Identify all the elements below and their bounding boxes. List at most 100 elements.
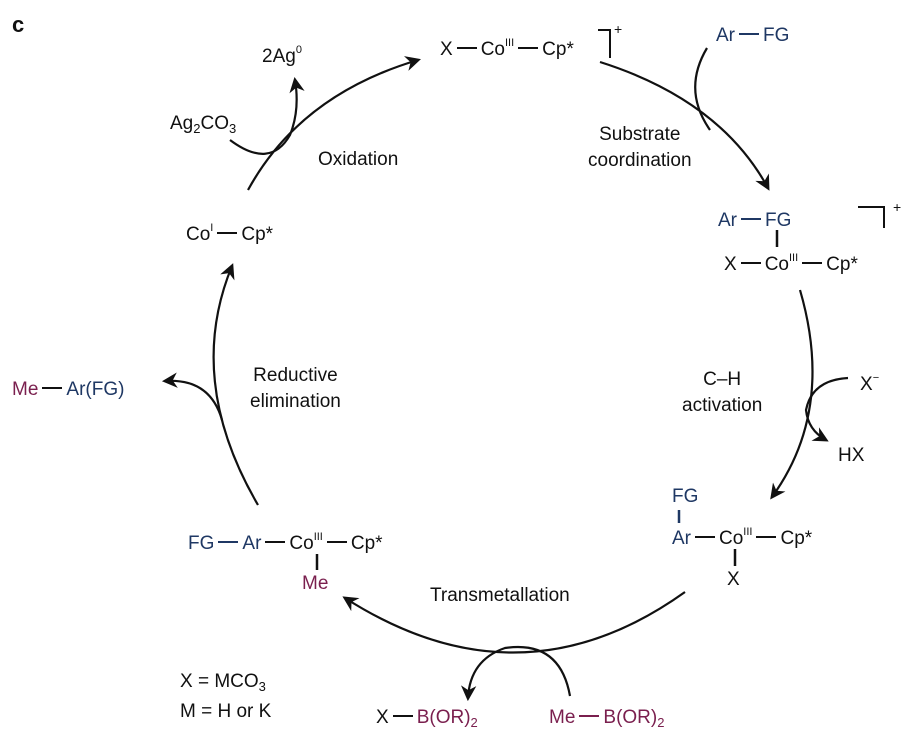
bond — [802, 261, 823, 264]
bond — [265, 540, 286, 543]
step-label-line: activation — [682, 394, 763, 416]
legend-x-definition: X = MCO3 — [180, 672, 266, 693]
x-group: X — [376, 707, 389, 728]
charge: − — [872, 372, 880, 384]
oxidation-state: I — [210, 222, 214, 234]
bond — [579, 714, 600, 717]
bond — [392, 714, 413, 717]
arrow-oxidation — [247, 56, 421, 191]
bond — [217, 231, 238, 234]
arrow-boron-in-out — [460, 645, 572, 702]
bond — [218, 540, 239, 543]
step-ch-activation: C–H activation — [682, 367, 762, 418]
silver: 2Ag — [262, 46, 296, 67]
arrow-product-out — [161, 372, 224, 421]
bond — [326, 540, 347, 543]
step-label-line: Reductive — [253, 365, 338, 386]
arrow-ch-activation — [770, 289, 814, 500]
arrow-base-in — [804, 376, 849, 442]
bond — [756, 535, 777, 538]
x-ligand: X — [724, 254, 737, 275]
silver: Ag — [170, 113, 194, 134]
x-ligand: X — [440, 39, 453, 60]
fg-label: FG — [672, 486, 699, 507]
methyl-ligand: Me — [302, 573, 329, 594]
aryl: Ar — [718, 210, 737, 231]
cp-star: Cp* — [542, 39, 574, 60]
aryl: Ar — [716, 25, 735, 46]
arrow-transmetallation — [342, 591, 686, 654]
carbonate: CO — [200, 113, 229, 134]
product-me-ar-fg: Me Ar(FG) — [12, 380, 124, 399]
methyl: Me — [549, 707, 576, 728]
subscript: 2 — [470, 715, 478, 730]
cobalt: Co — [480, 39, 505, 60]
step-label-line: C–H — [703, 369, 742, 390]
superscript: 0 — [295, 44, 302, 56]
oxidant-silver-carbonate: Ag2CO3 — [170, 114, 236, 135]
cobalt: Co — [289, 533, 314, 554]
complex-x-co3-cp-coordinated: X CoIII Cp* — [724, 252, 858, 275]
step-transmetallation: Transmetallation — [430, 583, 570, 609]
byproduct-x-boronate: X B(OR)2 — [376, 708, 478, 729]
aryl: Ar — [672, 528, 691, 549]
step-label-line: Substrate — [599, 124, 681, 145]
subscript: 3 — [258, 679, 266, 694]
oxidation-state: III — [313, 531, 323, 543]
oxidation-state: III — [743, 526, 753, 538]
step-substrate-coordination: Substrate coordination — [588, 122, 692, 173]
complex-aryl-co3-cp: Ar CoIII Cp* — [672, 526, 813, 549]
base-x-minus: X− — [860, 372, 880, 395]
bond — [740, 261, 761, 264]
step-label-line: coordination — [588, 149, 692, 171]
oxidation-state: III — [788, 252, 799, 264]
panel-label: c — [12, 12, 25, 37]
legend-text: X = MCO — [180, 671, 259, 692]
complex-co1-cp: CoI Cp* — [186, 222, 274, 245]
step-oxidation: Oxidation — [318, 147, 398, 173]
cobalt: Co — [764, 254, 789, 275]
cobalt: Co — [186, 224, 211, 245]
methyl: Me — [12, 379, 39, 400]
charge-top: + — [614, 21, 623, 37]
charge-bracket-top — [598, 29, 611, 58]
oxidation-state: III — [504, 37, 515, 49]
subscript: 2 — [657, 715, 665, 730]
bond — [42, 386, 63, 389]
x-anion: X — [860, 374, 873, 395]
arrow-substrate-in — [694, 47, 711, 131]
charge-right: + — [893, 199, 902, 215]
charge-bracket-right — [858, 206, 885, 228]
step-label-line: elimination — [250, 390, 341, 412]
arrow-reductive-elimination — [212, 263, 259, 506]
bond — [518, 46, 539, 49]
cp-star: Cp* — [826, 254, 858, 275]
aryl-fg: Ar(FG) — [66, 379, 125, 400]
substrate-ar-fg: Ar FG — [716, 26, 789, 45]
boronate: B(OR) — [416, 707, 471, 728]
cp-star: Cp* — [780, 528, 813, 549]
functional-group: FG — [763, 25, 790, 46]
coordinated-substrate: Ar FG — [718, 211, 791, 230]
acid-hx: HX — [838, 445, 865, 466]
reduced-silver: 2Ag0 — [262, 44, 302, 67]
step-label-line: Transmetallation — [430, 585, 570, 606]
subscript: 2 — [193, 121, 201, 136]
complex-x-co3-cp: X CoIII Cp* — [440, 37, 574, 60]
bond — [695, 535, 715, 538]
subscript: 3 — [228, 121, 237, 136]
reagent-methyl-boronate: Me B(OR)2 — [549, 708, 664, 729]
step-reductive-elimination: Reductive elimination — [250, 363, 341, 414]
x-ligand: X — [727, 569, 740, 590]
arrow-substrate-coordination — [599, 60, 770, 191]
bond — [741, 217, 761, 220]
bond — [456, 46, 477, 49]
boronate: B(OR) — [603, 707, 658, 728]
functional-group: FG — [765, 210, 792, 231]
cobalt: Co — [719, 528, 744, 549]
aryl: Ar — [242, 533, 262, 554]
arrow-oxidant — [229, 76, 305, 155]
cp-star: Cp* — [241, 224, 274, 245]
